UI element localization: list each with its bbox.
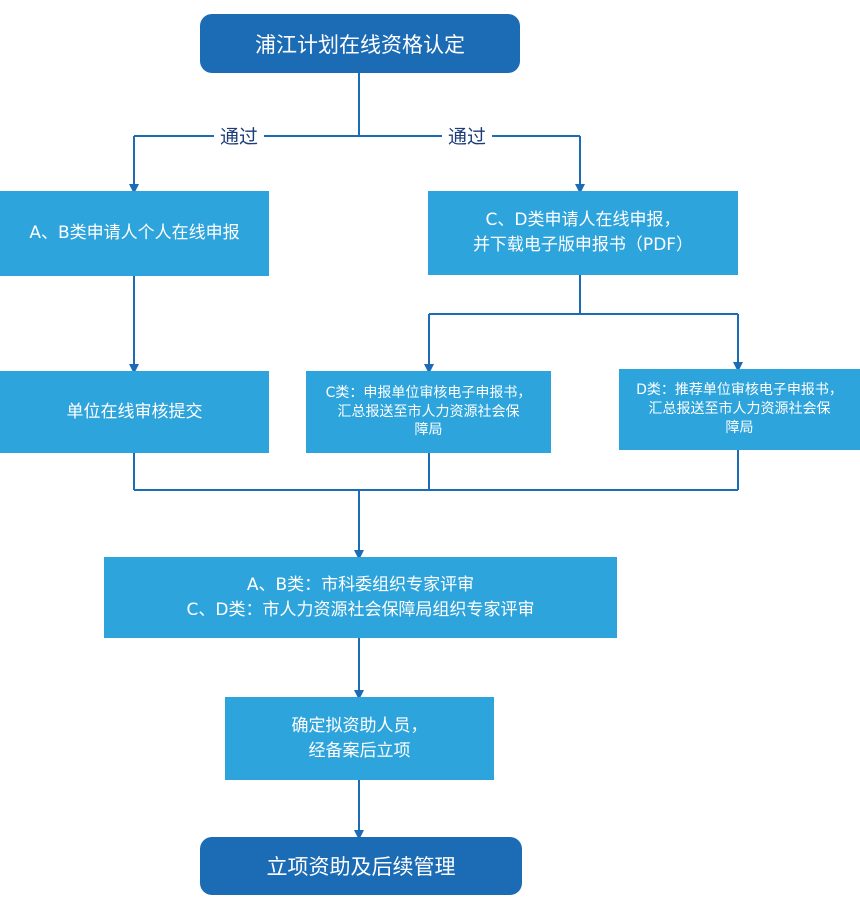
node-cd-apply: C、D类申请人在线申报， 并下载电子版申报书（PDF） (428, 191, 738, 275)
node-end: 立项资助及后续管理 (200, 837, 522, 895)
node-d-review-text: D类：推荐单位审核电子申报书， 汇总报送至市人力资源社会保 障局 (636, 382, 843, 436)
node-ab-apply: A、B类申请人个人在线申报 (0, 191, 269, 276)
node-start: 浦江计划在线资格认定 (200, 14, 520, 73)
node-ab-apply-text: A、B类申请人个人在线申报 (29, 223, 240, 244)
node-d-review: D类：推荐单位审核电子申报书， 汇总报送至市人力资源社会保 障局 (619, 369, 860, 450)
node-end-text: 立项资助及后续管理 (266, 855, 456, 879)
node-confirm-text: 确定拟资助人员， 经备案后立项 (291, 715, 428, 761)
node-expert-review: A、B类：市科委组织专家评审 C、D类：市人力资源社会保障局组织专家评审 (104, 557, 617, 638)
node-expert-review-text: A、B类：市科委组织专家评审 C、D类：市人力资源社会保障局组织专家评审 (186, 574, 535, 620)
node-confirm: 确定拟资助人员， 经备案后立项 (225, 697, 494, 780)
edge-label-pass-right: 通过 (442, 122, 493, 149)
node-unit-review: 单位在线审核提交 (0, 371, 269, 453)
node-start-text: 浦江计划在线资格认定 (255, 32, 465, 57)
node-unit-review-text: 单位在线审核提交 (66, 401, 203, 422)
edge-label-pass-left: 通过 (214, 122, 265, 149)
node-c-review-text: C类：申报单位审核电子申报书， 汇总报送至市人力资源社会保 障局 (325, 384, 532, 439)
node-cd-apply-text: C、D类申请人在线申报， 并下载电子版申报书（PDF） (472, 210, 694, 255)
node-c-review: C类：申报单位审核电子申报书， 汇总报送至市人力资源社会保 障局 (306, 371, 551, 453)
